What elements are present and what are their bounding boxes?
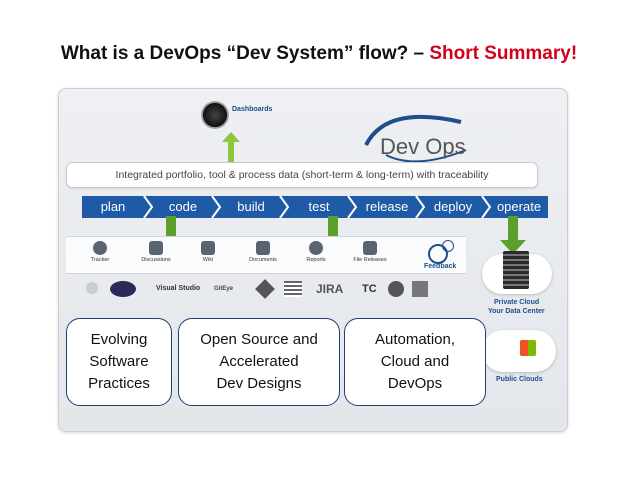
feedback-icon-secondary (442, 240, 454, 252)
file-releases-icon (363, 241, 377, 255)
devops-logo (364, 114, 467, 163)
gecko-icon (86, 282, 98, 294)
stage-build: build (237, 199, 265, 214)
dashboards-label: Dashboards (232, 106, 273, 113)
stage-deploy: deploy (433, 199, 473, 214)
public-cloud-icon (482, 330, 556, 372)
dashboard-icon (201, 101, 229, 129)
private-cloud-label: Private Cloud (494, 299, 540, 306)
stage-code: code (168, 199, 198, 214)
stage-test: test (308, 199, 330, 214)
git-logo (255, 279, 275, 299)
feedback-label: Feedback (424, 263, 457, 270)
down-arrow-icon (500, 216, 526, 254)
visual-studio-logo: Visual Studio (156, 285, 201, 292)
up-arrow-icon (222, 132, 240, 162)
private-cloud-sublabel: Your Data Center (488, 308, 545, 315)
tool-label: Discussions (141, 257, 171, 263)
tool-label: Wiki (202, 257, 214, 263)
feedback-icon (428, 244, 448, 264)
eclipse-logo (110, 281, 136, 297)
reports-icon (309, 241, 323, 255)
devops-logo-text: Dev Ops (380, 134, 466, 159)
card-open-source: Open Source and Accelerated Dev Designs (178, 318, 340, 406)
tool-label: Tracker (90, 257, 110, 263)
tool-label: Documents (249, 257, 277, 263)
wiki-icon (201, 241, 215, 255)
tool-documents: Documents (241, 237, 285, 263)
title-main: What is a DevOps “Dev System” flow? – (60, 43, 430, 64)
tool-wiki: Wiki (186, 237, 230, 263)
page-title: What is a DevOps “Dev System” flow? – Sh… (0, 43, 638, 65)
card-evolving-practices: Evolving Software Practices (66, 318, 172, 406)
tool-tracker: Tracker (78, 237, 122, 263)
card-automation: Automation, Cloud and DevOps (344, 318, 486, 406)
tools-strip: Tracker Discussions Wiki Documents Repor… (66, 236, 466, 274)
tool-file-releases: File Releases (348, 237, 392, 263)
tool-label: File Releases (353, 257, 387, 263)
stage-release: release (365, 199, 409, 214)
tool-reports: Reports (294, 237, 338, 263)
stage-plan: plan (100, 199, 126, 214)
stage-operate: operate (496, 199, 542, 214)
jenkins-logo (284, 281, 302, 297)
discussions-icon (149, 241, 163, 255)
jira-logo: JIRA (316, 282, 344, 296)
windows-logo-icon (520, 340, 536, 356)
public-clouds-label: Public Clouds (496, 376, 543, 383)
tool-label: Reports (306, 257, 326, 263)
teamcity-logo: TC (362, 283, 377, 295)
selenium-logo (412, 281, 428, 297)
hudson-logo (388, 281, 404, 297)
tracker-icon (93, 241, 107, 255)
traceability-banner: Integrated portfolio, tool & process dat… (66, 162, 538, 188)
title-accent: Short Summary! (429, 43, 578, 64)
server-rack-icon (503, 251, 529, 289)
tool-discussions: Discussions (134, 237, 178, 263)
pipeline-bar (82, 196, 548, 218)
documents-icon (256, 241, 270, 255)
logo-strip: Visual Studio GitEye JIRA TC (88, 278, 444, 300)
giteye-logo: GitEye (214, 286, 234, 292)
